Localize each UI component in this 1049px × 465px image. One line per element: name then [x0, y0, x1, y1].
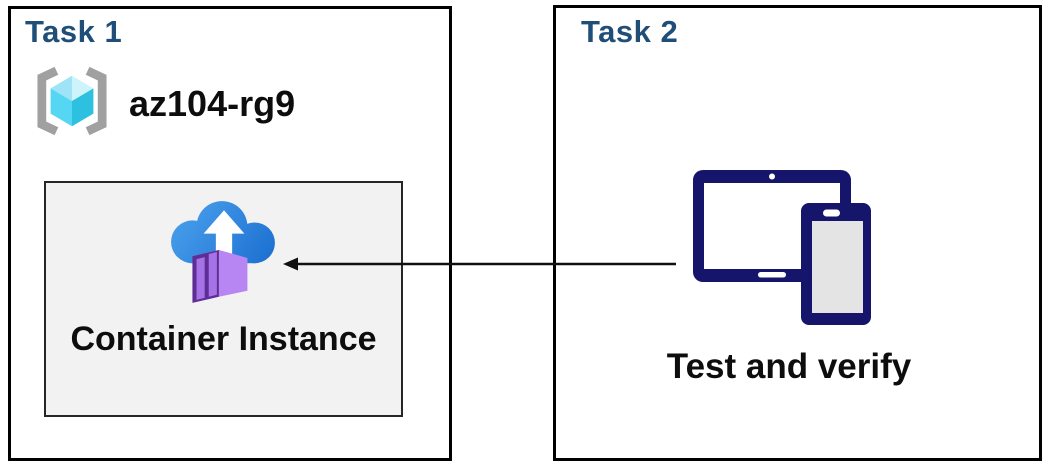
container-instance-label: Container Instance — [70, 320, 377, 358]
task2-title: Task 2 — [581, 14, 679, 49]
container-instance-card: Container Instance — [44, 181, 403, 417]
azure-resource-group-icon — [31, 65, 113, 142]
test-and-verify-label: Test and verify — [666, 347, 912, 386]
task1-title: Task 1 — [25, 14, 123, 49]
tablet-phone-devices-icon — [689, 165, 875, 336]
task1-box: Task 1 az104-rg9 — [8, 6, 452, 461]
container-instance-icon — [168, 183, 280, 312]
task2-box: Task 2 Test and verify — [553, 5, 1042, 461]
resource-group-row: az104-rg9 — [31, 65, 295, 142]
resource-group-name: az104-rg9 — [129, 82, 296, 124]
